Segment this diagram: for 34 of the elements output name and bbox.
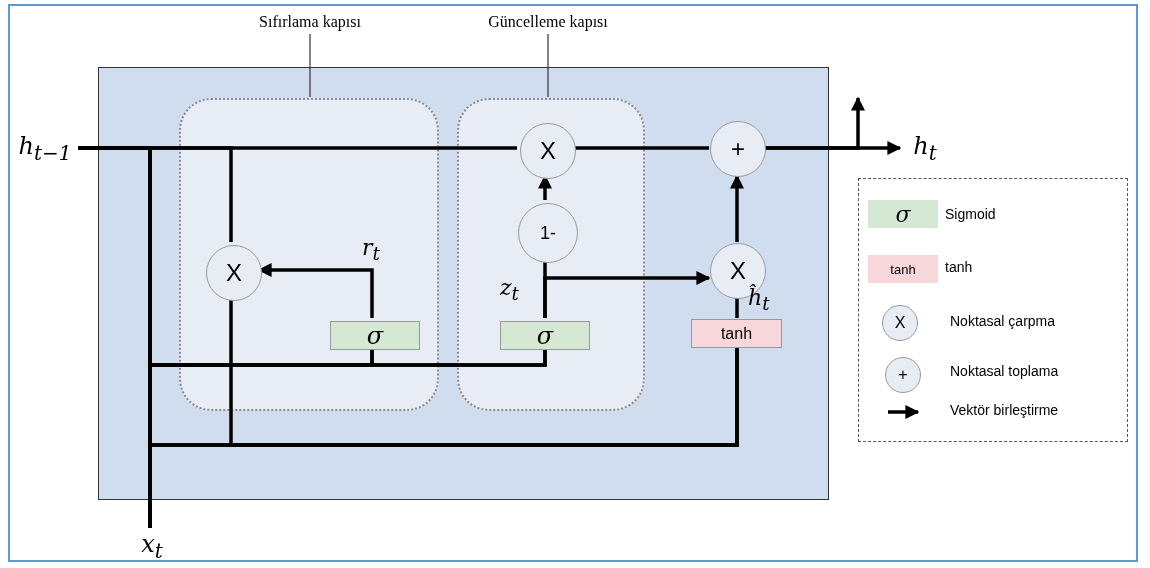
sigmoid-box: σ bbox=[500, 321, 590, 350]
connector-line bbox=[573, 146, 709, 150]
legend-label: Noktasal toplama bbox=[950, 363, 1059, 379]
sigmoid-box: σ bbox=[330, 321, 420, 350]
add-circle: + bbox=[710, 121, 766, 177]
multiply-circle: X bbox=[206, 245, 262, 301]
input-label: h$_{t−1}$ bbox=[12, 128, 78, 168]
edge-label: ĥ$_{t}$ bbox=[748, 285, 770, 315]
gate-region bbox=[457, 98, 645, 411]
tanh-box: tanh bbox=[691, 319, 782, 348]
arrow bbox=[765, 96, 865, 150]
input-label: x$_{t}$ bbox=[132, 528, 172, 564]
legend-label: Vektör birleştirme bbox=[950, 402, 1059, 418]
edge-label: z$_{t}$ bbox=[500, 275, 519, 305]
gate-title: Güncelleme kapısı bbox=[465, 10, 631, 34]
legend-symbol: X bbox=[882, 305, 918, 341]
arrow bbox=[730, 174, 744, 242]
multiply-circle: X bbox=[520, 123, 576, 179]
cell-panel bbox=[98, 67, 829, 500]
edge-label: r$_{t}$ bbox=[362, 235, 380, 265]
gate-region bbox=[179, 98, 439, 411]
legend-swatch: tanh bbox=[868, 255, 938, 283]
gate-title: Sıfırlama kapısı bbox=[230, 10, 390, 34]
leader-line bbox=[309, 33, 311, 98]
legend-label: Sigmoid bbox=[945, 206, 996, 222]
legend-label: Noktasal çarpma bbox=[950, 313, 1056, 329]
legend-swatch: σ bbox=[868, 200, 938, 228]
output-label: h$_{t}$ bbox=[900, 130, 950, 166]
leader-line bbox=[547, 33, 549, 98]
legend-label: tanh bbox=[945, 259, 973, 275]
legend-symbol: + bbox=[885, 357, 921, 393]
connector-line bbox=[735, 298, 739, 318]
arrow bbox=[543, 271, 711, 318]
one-minus-circle: 1- bbox=[518, 203, 578, 263]
